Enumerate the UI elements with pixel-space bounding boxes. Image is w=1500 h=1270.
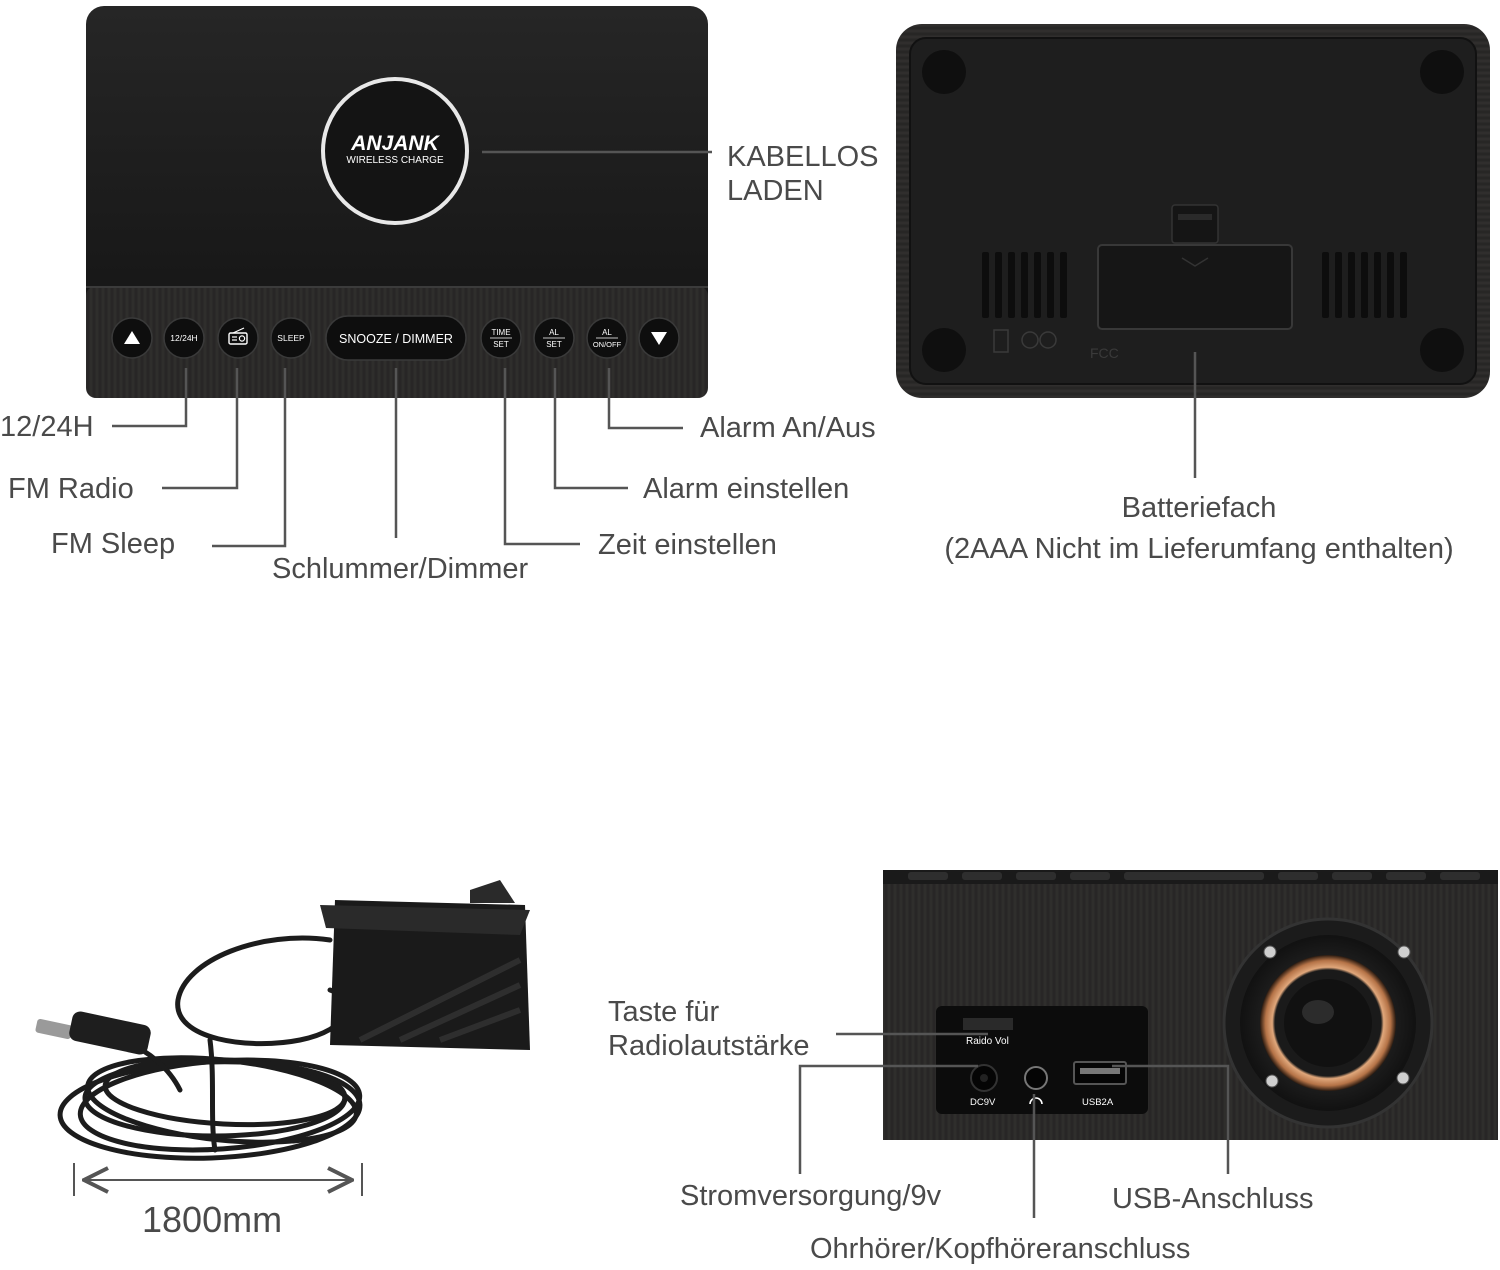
svg-text:AL: AL <box>602 328 612 337</box>
callout-alarm-onoff: Alarm An/Aus <box>700 412 876 444</box>
callout-usb: USB-Anschluss <box>1112 1183 1314 1215</box>
time-set-button[interactable]: TIME SET <box>480 317 522 359</box>
back-device: FCC <box>896 24 1490 398</box>
callout-adapter-length: 1800mm <box>142 1199 283 1240</box>
wireless-charge-ring <box>321 77 469 225</box>
length-dimension <box>73 1163 363 1196</box>
svg-text:USB2A: USB2A <box>1082 1097 1114 1108</box>
svg-text:ON/OFF: ON/OFF <box>593 340 622 349</box>
callout-headphone: Ohrhörer/Kopfhöreranschluss <box>810 1233 1191 1265</box>
callout-snooze-dimmer: Schlummer/Dimmer <box>272 553 529 585</box>
svg-text:12/24H: 12/24H <box>170 333 197 343</box>
headphone-jack <box>1024 1066 1048 1090</box>
rubber-foot <box>922 328 966 372</box>
svg-text:DC9V: DC9V <box>970 1097 996 1108</box>
callout-radio-volume: Taste für Radiolautstärke <box>608 995 810 1063</box>
wireless-charge-text: WIRELESS CHARGE <box>346 155 444 166</box>
callout-line: Radiolautstärke <box>608 1030 810 1062</box>
triangle-up-icon <box>124 331 140 344</box>
sleep-button[interactable]: SLEEP <box>270 317 312 359</box>
up-button[interactable] <box>111 317 153 359</box>
callout-alarm-set: Alarm einstellen <box>643 473 850 505</box>
power-adapter <box>35 880 530 1161</box>
snooze-dimmer-button[interactable]: SNOOZE / DIMMER <box>325 315 467 361</box>
callout-power-supply: Stromversorgung/9v <box>680 1180 942 1212</box>
al-onoff-button[interactable]: AL ON/OFF <box>586 317 628 359</box>
brand-logo: ANJANK <box>350 132 440 155</box>
front-device: ANJANK WIRELESS CHARGE <box>86 6 708 398</box>
callout-line: Taste für <box>608 996 720 1028</box>
rubber-foot <box>1420 50 1464 94</box>
vent-right <box>1322 252 1407 318</box>
screw <box>1397 945 1411 959</box>
vent-left <box>982 252 1067 318</box>
callout-fm-radio: FM Radio <box>8 473 134 505</box>
callout-line: (2AAA Nicht im Lieferumfang enthalten) <box>944 533 1454 565</box>
front-leader-lines <box>112 150 712 548</box>
down-button[interactable] <box>638 317 680 359</box>
certification-marks <box>993 329 1057 353</box>
screw <box>1396 1071 1410 1085</box>
svg-text:AL: AL <box>549 328 559 337</box>
callout-fm-sleep: FM Sleep <box>51 528 176 560</box>
rubber-foot <box>1420 328 1464 372</box>
12-24h-button[interactable]: 12/24H <box>163 317 205 359</box>
rubber-foot <box>922 50 966 94</box>
callout-time-set: Zeit einstellen <box>598 529 777 561</box>
radio-vol-label: Raido Vol <box>966 1036 1009 1047</box>
svg-text:SET: SET <box>546 340 562 349</box>
side-device: Raido Vol DC9V USB2A <box>883 870 1498 1140</box>
al-set-button[interactable]: AL SET <box>533 317 575 359</box>
screw <box>1263 945 1277 959</box>
svg-text:TIME: TIME <box>491 328 510 337</box>
callout-line: LADEN <box>727 175 824 207</box>
headphone-icon <box>1029 1097 1043 1105</box>
control-buttons: 12/24H SLEEP SNOOZE / DIMMER TIME SET <box>111 315 680 361</box>
callout-line: Batteriefach <box>1121 492 1277 524</box>
svg-text:SNOOZE / DIMMER: SNOOZE / DIMMER <box>339 332 453 346</box>
fcc-mark: FCC <box>1090 345 1119 361</box>
radio-vol-wheel <box>963 1018 1013 1030</box>
callout-battery: Batteriefach (2AAA Nicht im Lieferumfang… <box>908 488 1490 570</box>
radio-button[interactable] <box>217 317 259 359</box>
radio-icon <box>228 327 248 345</box>
side-leader-lines <box>798 1032 1230 1218</box>
triangle-down-icon <box>651 332 667 345</box>
svg-text:SLEEP: SLEEP <box>277 333 305 343</box>
stand-hinge <box>1171 204 1219 244</box>
svg-text:SET: SET <box>493 340 509 349</box>
callout-wireless-charging: KABELLOS LADEN <box>727 140 879 208</box>
callout-line: KABELLOS <box>727 141 879 173</box>
battery-cover <box>1097 244 1293 330</box>
callout-12-24h: 12/24H <box>0 411 94 443</box>
screw <box>1265 1074 1279 1088</box>
